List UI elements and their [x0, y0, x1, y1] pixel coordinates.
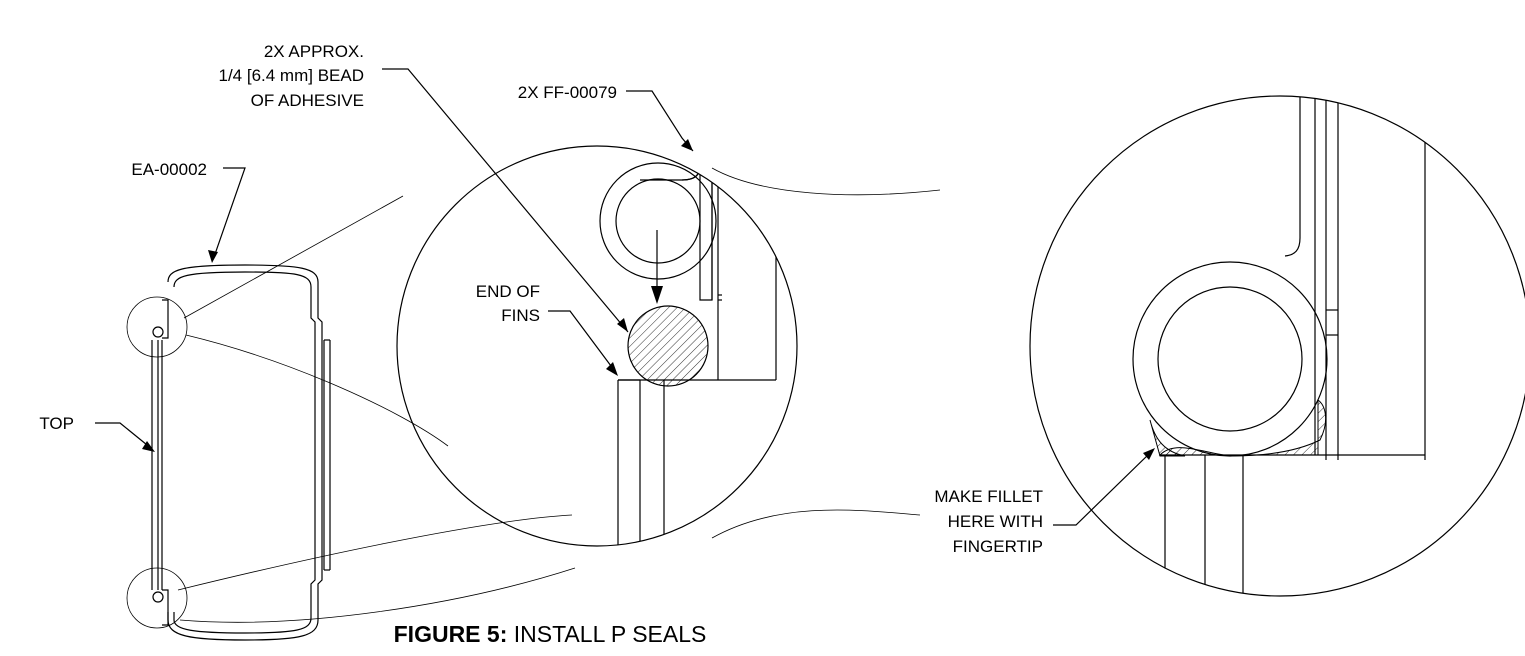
detail-view-middle: [396, 145, 798, 547]
detail-view-right: [1029, 95, 1525, 597]
fillet-label-line2: HERE WITH: [948, 512, 1043, 531]
caption-title: INSTALL P SEALS: [507, 621, 706, 647]
end-of-fins-line1: END OF: [476, 282, 540, 301]
adhesive-label-line1: 2X APPROX.: [264, 42, 364, 61]
detail-middle-content: [599, 146, 777, 546]
figure-caption: FIGURE 5: INSTALL P SEALS: [394, 621, 707, 647]
adhesive-label-line2: 1/4 [6.4 mm] BEAD: [219, 66, 365, 85]
leader-lines: [95, 68, 1155, 526]
overall-view: [126, 264, 331, 641]
detail-right-content: [1132, 96, 1426, 596]
end-of-fins-line2: FINS: [501, 306, 540, 325]
caption-number: FIGURE 5:: [394, 621, 508, 647]
adhesive-label-line3: OF ADHESIVE: [251, 91, 364, 110]
detail-circle-bottom: [126, 567, 188, 629]
fillet-label-line1: MAKE FILLET: [934, 487, 1043, 506]
fillet-label-line3: FINGERTIP: [953, 537, 1043, 556]
ff-part-label: 2X FF-00079: [518, 83, 617, 102]
projection-lines: [177, 167, 941, 623]
ea-part-label: EA-00002: [131, 160, 207, 179]
top-label: TOP: [39, 414, 74, 433]
detail-circle-top: [126, 296, 188, 358]
